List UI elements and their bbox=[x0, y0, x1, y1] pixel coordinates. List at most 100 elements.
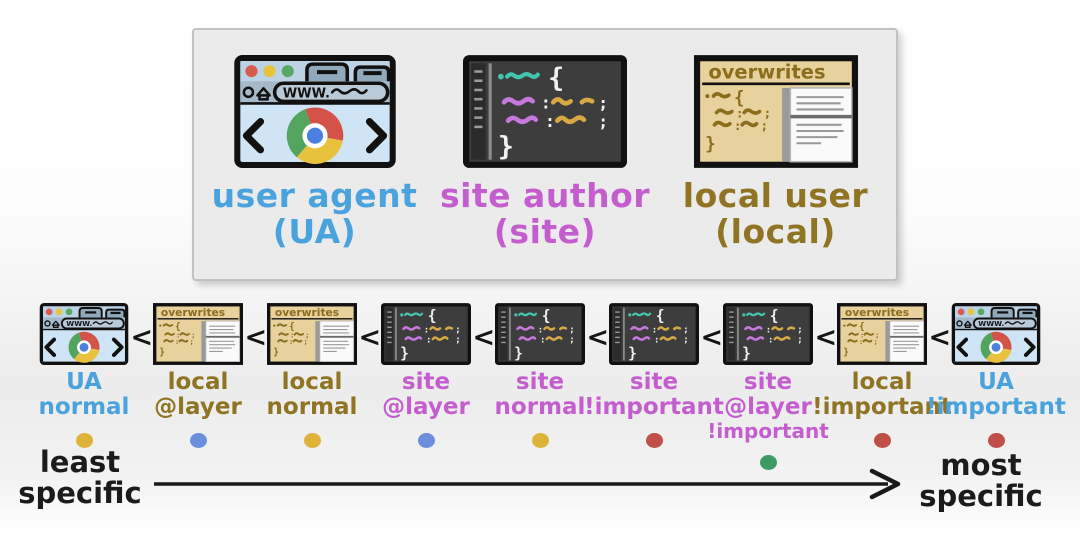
svg-text::: : bbox=[766, 325, 771, 335]
cascade-step-label: site@layer bbox=[382, 369, 470, 420]
cascade-step-site-layer-important: { : ; : ; } site@layer!important bbox=[707, 303, 829, 470]
browser-icon: WWW. bbox=[951, 303, 1041, 365]
svg-text:;: ; bbox=[191, 331, 195, 339]
cascade-step-site-layer: { : ; : ; } site@layer bbox=[380, 303, 473, 448]
svg-text::: : bbox=[290, 331, 294, 339]
less-than-separator: < bbox=[928, 322, 952, 353]
code-editor-icon: { : ; : ; } bbox=[381, 303, 471, 365]
origin-dot bbox=[645, 433, 663, 448]
svg-text::: : bbox=[289, 338, 293, 346]
cascade-step-site-important: { : ; : ; } site!important bbox=[584, 303, 724, 448]
svg-text::: : bbox=[538, 325, 543, 335]
origin-label-site-author: site author (site) bbox=[439, 176, 651, 251]
code-editor-icon: { : ; : ; } bbox=[609, 303, 699, 365]
origin-dot bbox=[417, 433, 435, 448]
svg-text::: : bbox=[859, 338, 863, 346]
svg-text:{: { bbox=[548, 63, 564, 94]
origin-dot bbox=[873, 433, 891, 448]
cascade-origins-panel: WWW. user agent (UA) { : bbox=[192, 28, 898, 281]
svg-text:;: ; bbox=[305, 331, 309, 339]
svg-text:}: } bbox=[159, 347, 165, 358]
svg-text::: : bbox=[733, 119, 740, 133]
cascade-step-local-important: overwrites { : ; : ; } local!important bbox=[812, 303, 952, 448]
less-than-separator: < bbox=[358, 322, 382, 353]
svg-text:}: } bbox=[843, 347, 849, 358]
cascade-step-label: UA!important bbox=[926, 369, 1066, 420]
svg-text:{: { bbox=[542, 308, 551, 325]
code-editor-icon: { : ; : ; } bbox=[463, 55, 627, 168]
less-than-separator: < bbox=[814, 322, 838, 353]
svg-text:;: ; bbox=[874, 338, 878, 346]
svg-text::: : bbox=[654, 335, 659, 345]
svg-text:{: { bbox=[733, 88, 743, 108]
origin-card-site-author: { : ; : ; } site author (site) bbox=[435, 55, 655, 250]
svg-text:overwrites: overwrites bbox=[161, 306, 225, 319]
svg-text:overwrites: overwrites bbox=[275, 306, 339, 319]
svg-text:WWW.: WWW. bbox=[66, 319, 92, 328]
code-editor-icon: { : ; : ; } bbox=[723, 303, 813, 365]
cascade-step-label: site@layer!important bbox=[707, 369, 829, 443]
cascade-step-label: local!important bbox=[812, 369, 952, 420]
svg-text::: : bbox=[540, 335, 545, 345]
code-editor-icon: { : ; : ; } bbox=[495, 303, 585, 365]
svg-text::: : bbox=[176, 331, 180, 339]
origin-dot bbox=[75, 433, 93, 448]
svg-text:;: ; bbox=[455, 335, 460, 345]
svg-text::: : bbox=[768, 335, 773, 345]
origin-label-local-user: local user (local) bbox=[682, 176, 869, 251]
svg-text:{: { bbox=[428, 308, 437, 325]
origin-dot bbox=[987, 433, 1005, 448]
svg-text:}: } bbox=[514, 345, 523, 362]
origin-label-user-agent: user agent (UA) bbox=[211, 176, 418, 251]
svg-text:;: ; bbox=[760, 119, 767, 133]
svg-text:;: ; bbox=[455, 325, 460, 335]
svg-text:overwrites: overwrites bbox=[845, 306, 909, 319]
svg-text:}: } bbox=[273, 347, 279, 358]
svg-text:{: { bbox=[770, 308, 779, 325]
origin-dot bbox=[531, 433, 549, 448]
svg-text:;: ; bbox=[683, 335, 688, 345]
svg-text::: : bbox=[860, 331, 864, 339]
svg-text::: : bbox=[545, 112, 555, 131]
svg-text:}: } bbox=[742, 345, 751, 362]
most-specific-label: most specific bbox=[919, 448, 1043, 513]
svg-text::: : bbox=[736, 107, 743, 121]
svg-text::: : bbox=[652, 325, 657, 335]
svg-text::: : bbox=[426, 335, 431, 345]
cascade-step-label: local@layer bbox=[154, 369, 242, 420]
less-than-separator: < bbox=[472, 322, 496, 353]
svg-text:;: ; bbox=[797, 325, 802, 335]
specificity-arrow-icon bbox=[154, 468, 901, 500]
svg-text:}: } bbox=[628, 345, 637, 362]
least-specific-label: least specific bbox=[18, 445, 142, 510]
svg-text:;: ; bbox=[763, 107, 770, 121]
svg-text:{: { bbox=[289, 322, 295, 333]
svg-text::: : bbox=[424, 325, 429, 335]
origin-dot bbox=[189, 433, 207, 448]
cascade-step-local-layer: overwrites { : ; : ; } local@layer bbox=[152, 303, 245, 448]
overwrites-doc-icon: overwrites { : ; : ; } bbox=[693, 55, 858, 168]
origin-card-user-agent: WWW. user agent (UA) bbox=[205, 55, 425, 250]
browser-icon: WWW. bbox=[233, 55, 397, 168]
svg-text:}: } bbox=[498, 132, 514, 163]
svg-text:WWW.: WWW. bbox=[282, 86, 329, 101]
svg-text:;: ; bbox=[569, 335, 574, 345]
overwrites-doc-icon: overwrites { : ; : ; } bbox=[267, 303, 357, 365]
svg-text:overwrites: overwrites bbox=[708, 61, 825, 84]
origin-dot bbox=[759, 455, 777, 470]
svg-text:}: } bbox=[705, 134, 715, 154]
less-than-separator: < bbox=[586, 322, 610, 353]
svg-text:;: ; bbox=[304, 338, 308, 346]
svg-text:;: ; bbox=[683, 325, 688, 335]
origin-dot bbox=[303, 433, 321, 448]
cascade-step-ua-important: WWW. UA!important bbox=[926, 303, 1066, 448]
svg-text:;: ; bbox=[569, 325, 574, 335]
svg-text:{: { bbox=[175, 322, 181, 333]
